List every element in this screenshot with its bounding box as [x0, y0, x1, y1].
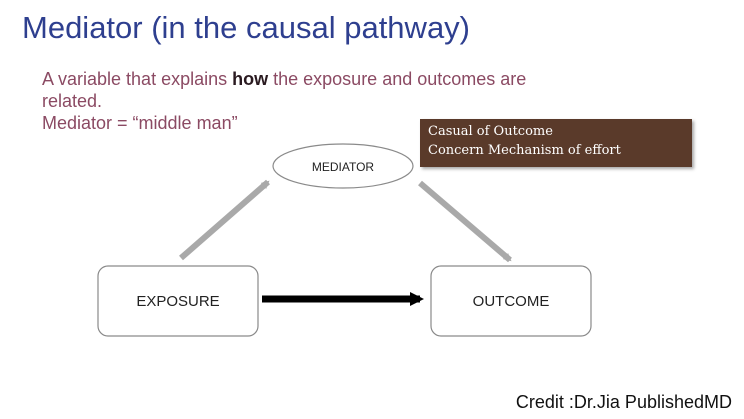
mediator-to-outcome-arrow	[418, 180, 512, 263]
outcome-label: OUTCOME	[473, 293, 550, 310]
callout-line-1: Casual of Outcome	[428, 124, 553, 139]
description-text: A variable that explains how the exposur…	[42, 68, 642, 134]
callout-box: Casual of Outcome Concern Mechanism of e…	[420, 119, 692, 167]
description-line-1-end: the exposure and outcomes are	[268, 69, 527, 89]
description-line-3: Mediator = “middle man”	[42, 113, 238, 133]
description-line-1-start: A variable that explains	[42, 69, 233, 89]
exposure-node	[97, 265, 259, 337]
description-bold-how: how	[232, 69, 269, 89]
mediator-node	[272, 143, 414, 189]
mediator-label: MEDIATOR	[312, 160, 375, 174]
description-line-1: A variable that explains how the exposur…	[42, 68, 642, 90]
callout-line-2: Concern Mechanism of effort	[428, 143, 621, 158]
exposure-label: EXPOSURE	[136, 293, 219, 310]
outcome-node	[430, 265, 592, 337]
credit-text: Credit :Dr.Jia PublishedMD	[515, 392, 732, 412]
description-line-2: related.	[42, 91, 103, 111]
exposure-to-mediator-arrow	[179, 179, 270, 261]
slide-title: Mediator (in the causal pathway)	[22, 10, 471, 45]
